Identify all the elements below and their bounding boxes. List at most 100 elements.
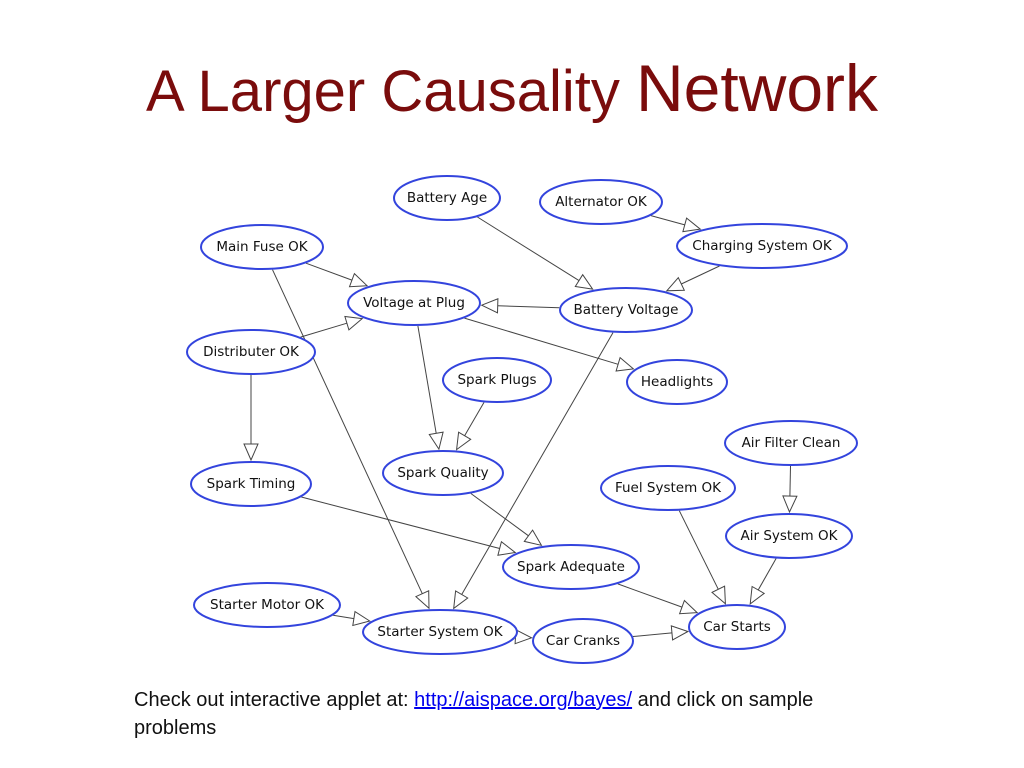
edge-line xyxy=(650,215,685,226)
node-air-filter-clean[interactable]: Air Filter Clean xyxy=(724,420,858,466)
node-label: Air Filter Clean xyxy=(742,435,841,451)
arrowhead-icon xyxy=(749,585,766,605)
node-spark-plugs[interactable]: Spark Plugs xyxy=(442,357,552,403)
node-car-cranks[interactable]: Car Cranks xyxy=(532,618,634,664)
node-label: Spark Quality xyxy=(397,465,488,481)
aispace-link[interactable]: http://aispace.org/bayes/ xyxy=(414,689,633,711)
node-ellipse xyxy=(600,465,736,511)
edge-car_cranks-to-car_starts xyxy=(632,625,690,641)
arrowhead-icon xyxy=(243,443,259,462)
edge-line xyxy=(272,269,423,594)
node-ellipse xyxy=(393,175,501,221)
node-ellipse xyxy=(193,582,341,628)
node-main-fuse-ok[interactable]: Main Fuse OK xyxy=(200,224,324,270)
node-label: Charging System OK xyxy=(692,238,833,254)
title-part-2: Network xyxy=(635,51,879,125)
node-ellipse xyxy=(347,280,481,326)
node-spark-quality[interactable]: Spark Quality xyxy=(382,450,504,496)
edge-spark_timing-to-spark_adequate xyxy=(301,496,517,556)
footer-text-after: and click on sample problems xyxy=(134,689,814,739)
node-label: Headlights xyxy=(641,374,713,390)
node-ellipse xyxy=(688,604,786,650)
node-label: Car Cranks xyxy=(546,633,620,649)
arrowhead-icon xyxy=(414,590,430,610)
edge-charging_system_ok-to-battery_voltage xyxy=(665,265,720,292)
edge-line xyxy=(301,496,500,549)
node-charging-system-ok[interactable]: Charging System OK xyxy=(676,223,848,269)
edge-battery_voltage-to-starter_system_ok xyxy=(453,332,614,610)
edge-line xyxy=(477,216,580,282)
edge-distributer_ok-to-voltage_at_plug xyxy=(300,315,364,338)
node-label: Spark Adequate xyxy=(517,559,625,575)
edge-line xyxy=(464,402,485,436)
edge-line xyxy=(681,265,720,285)
edge-line xyxy=(461,332,614,595)
edge-line xyxy=(789,465,791,497)
edge-air_system_ok-to-car_starts xyxy=(749,558,777,605)
node-label: Spark Timing xyxy=(207,476,296,492)
node-ellipse xyxy=(724,420,858,466)
node-car-starts[interactable]: Car Starts xyxy=(688,604,786,650)
node-alternator-ok[interactable]: Alternator OK xyxy=(539,179,663,225)
node-ellipse xyxy=(676,223,848,269)
node-ellipse xyxy=(442,357,552,403)
edge-line xyxy=(757,558,777,591)
arrowhead-icon xyxy=(348,272,369,288)
arrowhead-icon xyxy=(682,217,702,233)
node-label: Starter Motor OK xyxy=(210,597,325,613)
node-label: Air System OK xyxy=(741,528,839,544)
node-air-system-ok[interactable]: Air System OK xyxy=(725,513,853,559)
node-starter-motor-ok[interactable]: Starter Motor OK xyxy=(193,582,341,628)
node-ellipse xyxy=(382,450,504,496)
node-battery-age[interactable]: Battery Age xyxy=(393,175,501,221)
edge-starter_motor_ok-to-starter_system_ok xyxy=(333,610,371,627)
arrowhead-icon xyxy=(455,431,472,451)
edge-line xyxy=(417,325,437,434)
edge-voltage_at_plug-to-headlights xyxy=(464,317,635,372)
arrowhead-icon xyxy=(670,625,690,641)
edge-main_fuse_ok-to-starter_system_ok xyxy=(272,269,430,610)
node-fuel-system-ok[interactable]: Fuel System OK xyxy=(600,465,736,511)
node-layer: Battery Age Alternator OK Main Fuse OK Char… xyxy=(186,175,858,664)
node-label: Battery Voltage xyxy=(574,302,679,318)
node-battery-voltage[interactable]: Battery Voltage xyxy=(559,287,693,333)
edge-alternator_ok-to-charging_system_ok xyxy=(650,215,702,233)
node-label: Battery Age xyxy=(407,190,487,206)
edge-air_filter_clean-to-air_system_ok xyxy=(782,465,798,514)
node-label: Spark Plugs xyxy=(457,372,536,388)
node-ellipse xyxy=(559,287,693,333)
node-starter-system-ok[interactable]: Starter System OK xyxy=(362,609,518,655)
node-ellipse xyxy=(362,609,518,655)
edge-line xyxy=(470,493,529,537)
arrowhead-icon xyxy=(665,276,686,292)
node-spark-adequate[interactable]: Spark Adequate xyxy=(502,544,640,590)
node-ellipse xyxy=(200,224,324,270)
node-ellipse xyxy=(190,461,312,507)
edge-line xyxy=(333,614,354,620)
footer-note: Check out interactive applet at: http://… xyxy=(134,686,854,742)
edge-main_fuse_ok-to-voltage_at_plug xyxy=(305,262,369,288)
edge-voltage_at_plug-to-spark_quality xyxy=(417,325,444,451)
arrowhead-icon xyxy=(428,431,444,451)
footer-text-before: Check out interactive applet at: xyxy=(134,689,415,711)
edge-line xyxy=(632,632,672,637)
slide-title: A Larger Causality Network xyxy=(0,48,1024,132)
node-ellipse xyxy=(186,329,316,375)
node-label: Main Fuse OK xyxy=(216,239,308,255)
edge-battery_voltage-to-voltage_at_plug xyxy=(480,298,560,314)
node-label: Voltage at Plug xyxy=(363,295,465,311)
arrowhead-icon xyxy=(453,590,469,610)
arrowhead-icon xyxy=(782,495,798,514)
edge-fuel_system_ok-to-car_starts xyxy=(678,510,726,605)
edge-spark_plugs-to-spark_quality xyxy=(455,402,485,451)
title-part-1: A Larger Causality xyxy=(145,59,636,124)
edge-spark_adequate-to-car_starts xyxy=(617,583,699,615)
node-spark-timing[interactable]: Spark Timing xyxy=(190,461,312,507)
node-headlights[interactable]: Headlights xyxy=(626,359,728,405)
node-distributer-ok[interactable]: Distributer OK xyxy=(186,329,316,375)
node-label: Distributer OK xyxy=(203,344,300,360)
arrowhead-icon xyxy=(480,298,499,314)
node-voltage-at-plug[interactable]: Voltage at Plug xyxy=(347,280,481,326)
edge-distributer_ok-to-spark_timing xyxy=(243,375,259,462)
